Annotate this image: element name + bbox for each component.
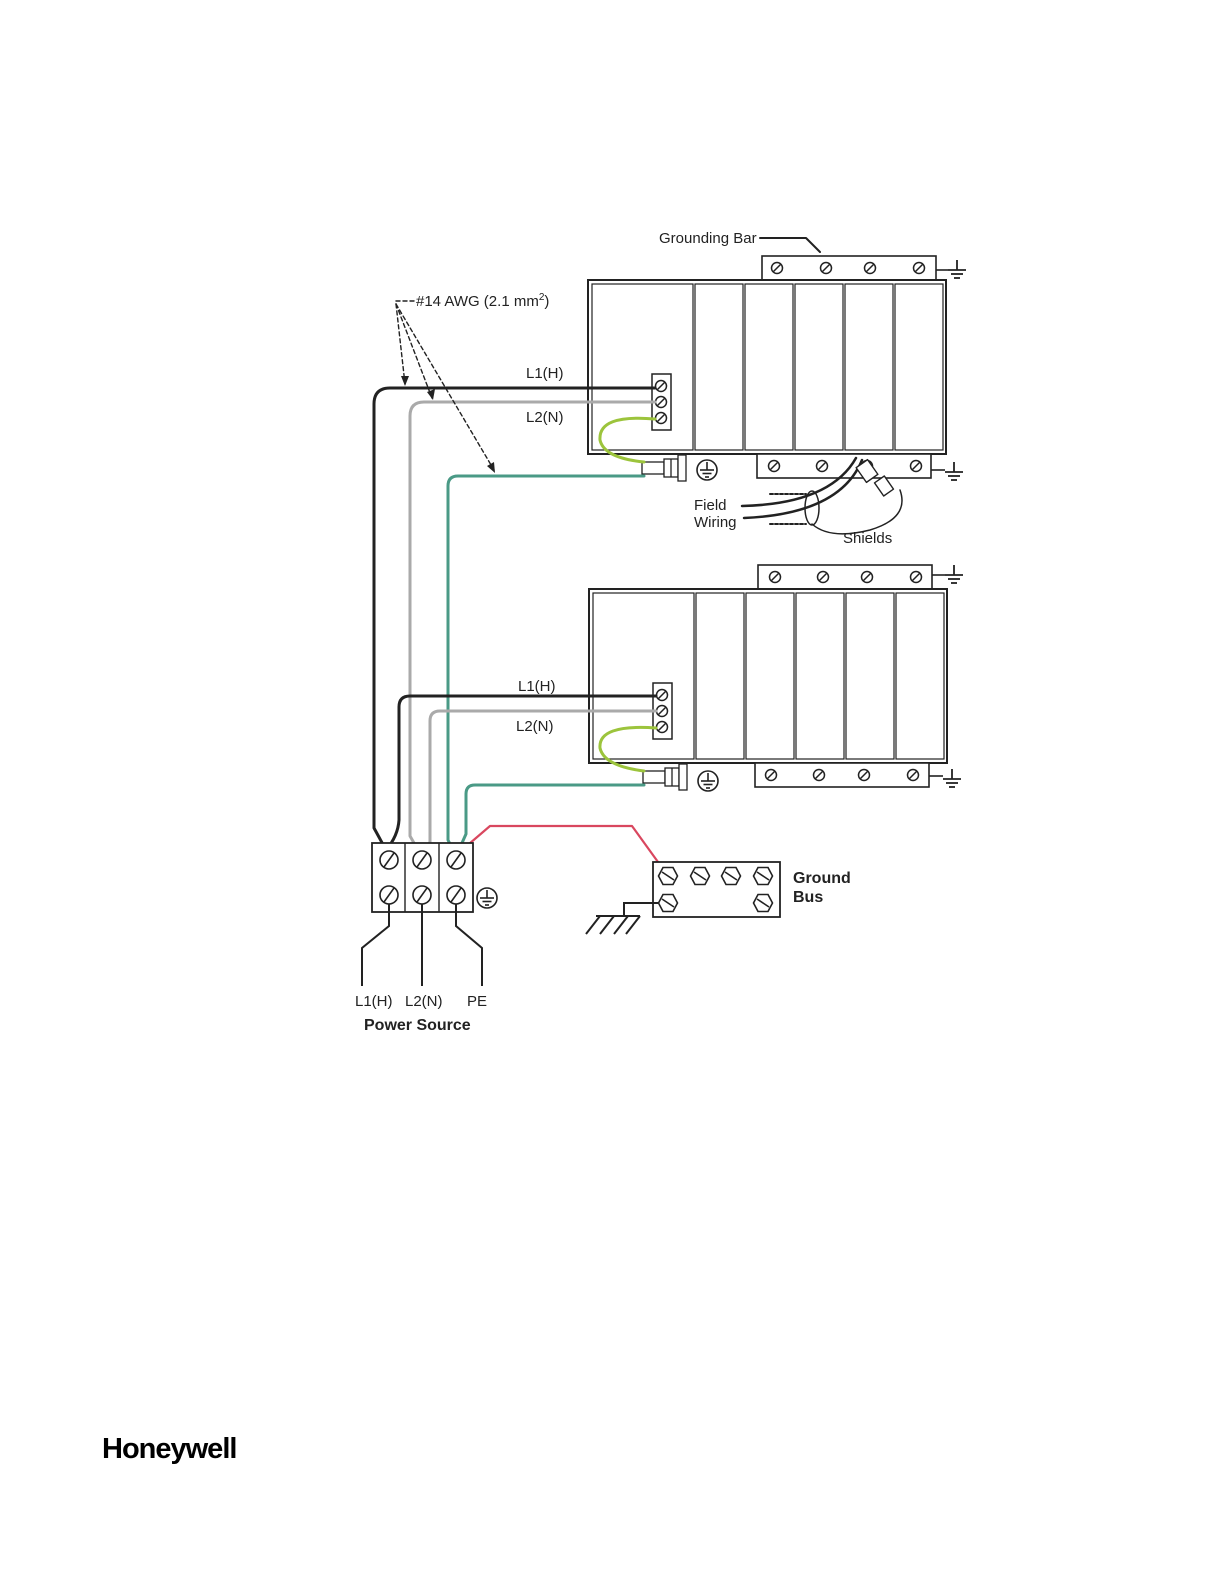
field-label: Field <box>694 497 727 514</box>
source-pe-label: PE <box>467 993 487 1010</box>
top-rack-lower-ground-icon <box>945 462 963 480</box>
power-source-terminal-block <box>362 843 497 986</box>
bottom-l2-label: L2(N) <box>516 718 554 735</box>
source-wire-l1 <box>362 904 389 986</box>
bus-label: Bus <box>793 889 823 906</box>
wire-ground-bus <box>462 826 658 862</box>
bottom-rack-lower-bar <box>755 763 929 787</box>
bottom-rack-chassis-ground-icon <box>698 771 718 791</box>
shields-label: Shields <box>843 530 892 547</box>
bottom-rack-grounding-bar <box>758 565 932 589</box>
source-wire-pe <box>456 904 482 986</box>
awg-label: #14 AWG (2.1 mm2) <box>416 292 549 310</box>
power-source-label: Power Source <box>364 1017 471 1034</box>
top-rack-upper-ground-icon <box>948 260 966 278</box>
power-source-ground-icon <box>477 888 497 908</box>
ground-bus <box>586 862 780 934</box>
top-rack-grounding-bar <box>762 256 936 280</box>
wiring-label: Wiring <box>694 514 737 531</box>
shield-drain-wire <box>812 490 902 534</box>
bottom-rack-lower-ground-icon <box>943 769 961 787</box>
bottom-rack <box>589 565 963 791</box>
top-l1-label: L1(H) <box>526 365 564 382</box>
top-l2-label: L2(N) <box>526 409 564 426</box>
bottom-rack-upper-ground-icon <box>945 565 963 583</box>
shield-lug <box>874 476 893 496</box>
bottom-rack-ground-lug <box>643 764 687 790</box>
ground-label: Ground <box>793 870 851 887</box>
top-rack-chassis-ground-icon <box>697 460 717 480</box>
bottom-l1-label: L1(H) <box>518 678 556 695</box>
source-l2-label: L2(N) <box>405 993 443 1010</box>
wire-bottom-pe <box>458 785 644 852</box>
top-rack <box>588 256 966 481</box>
grounding-bar-pointer <box>760 238 820 252</box>
source-l1-label: L1(H) <box>355 993 393 1010</box>
top-rack-ground-lug <box>642 455 686 481</box>
grounding-bar-label: Grounding Bar <box>659 230 757 247</box>
bottom-rack-chassis <box>589 589 947 763</box>
honeywell-logo: Honeywell <box>102 1433 236 1466</box>
earth-ground-icon <box>586 903 658 934</box>
top-rack-chassis <box>588 280 946 454</box>
